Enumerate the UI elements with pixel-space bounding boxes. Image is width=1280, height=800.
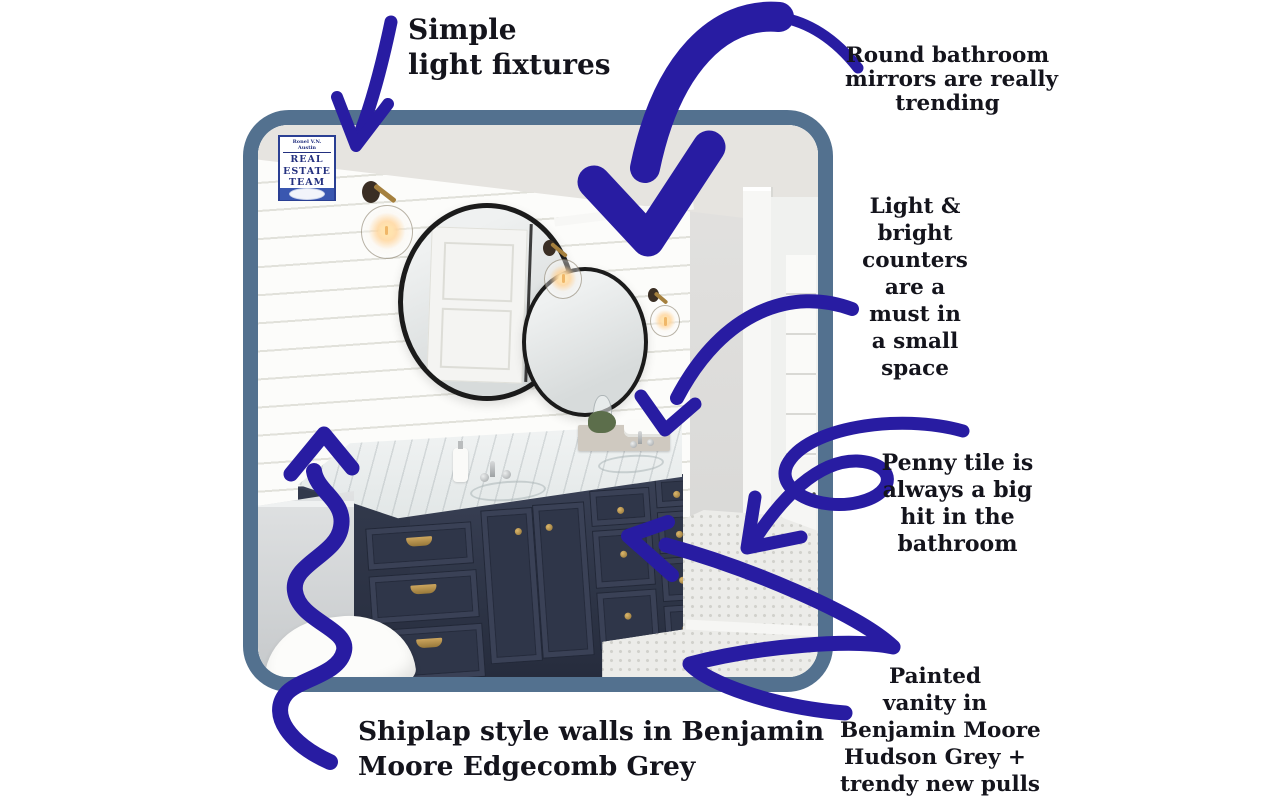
label-shiplap-walls: Shiplap style walls in Benjamin Moore Ed… [358,716,825,782]
cup-pull [410,583,437,595]
vanity-drawer [366,522,473,570]
label-penny-tile: Penny tile is always a big hit in the ba… [881,450,1034,557]
sconce-globe-light [650,305,680,337]
faucet-spout [638,431,642,444]
sconce-globe-light [544,259,582,299]
built-in-shelves [786,255,816,457]
label-bright-counters: Light & bright counters are a must in a … [862,194,968,381]
sconce-backplate [648,288,659,302]
vanity-drawer [369,570,479,624]
realtor-badge: Ronel V.N. Austin REAL ESTATE TEAM [278,135,336,201]
brokerage-logo-oval [289,187,325,200]
label-simple-light-fixtures: Simple light fixtures [408,13,611,81]
label-round-mirrors: Round bathroom mirrors are really trendi… [845,43,1059,116]
brass-knob [619,550,628,558]
realtor-team-line: TEAM [288,177,326,188]
brass-knob [624,612,632,620]
brass-knob [675,530,683,539]
faucet-spout [490,461,495,477]
towel [624,419,666,437]
faucet-handle [630,441,637,448]
realtor-team-line: ESTATE [283,165,331,177]
vanity-drawer [590,487,651,526]
realtor-team-line: REAL [290,154,324,165]
brass-knob [545,523,553,532]
cup-pull [406,536,433,547]
brass-knob [616,506,625,515]
realtor-name: Ronel V.N. Austin [283,139,331,153]
sconce-globe-light [361,205,413,259]
soap-dispenser [453,441,468,482]
brass-knob [514,527,523,536]
plant [588,411,616,433]
faucet-handle [647,439,654,446]
vanity-door [593,527,655,588]
door-reflection [426,226,528,384]
round-mirror-right [522,267,648,417]
brass-knob [672,490,681,499]
badge-brand-strip [280,187,334,200]
faucet-handle [480,473,489,482]
vanity-door [533,502,594,658]
label-painted-vanity: Painted vanity in Benjamin Moore Hudson … [840,664,1041,797]
vanity-door [481,508,542,664]
photo-frame: Ronel V.N. Austin REAL ESTATE TEAM [243,110,833,692]
bathroom-photo: Ronel V.N. Austin REAL ESTATE TEAM [258,125,818,677]
faucet-handle [502,470,511,479]
cup-pull [416,637,443,649]
